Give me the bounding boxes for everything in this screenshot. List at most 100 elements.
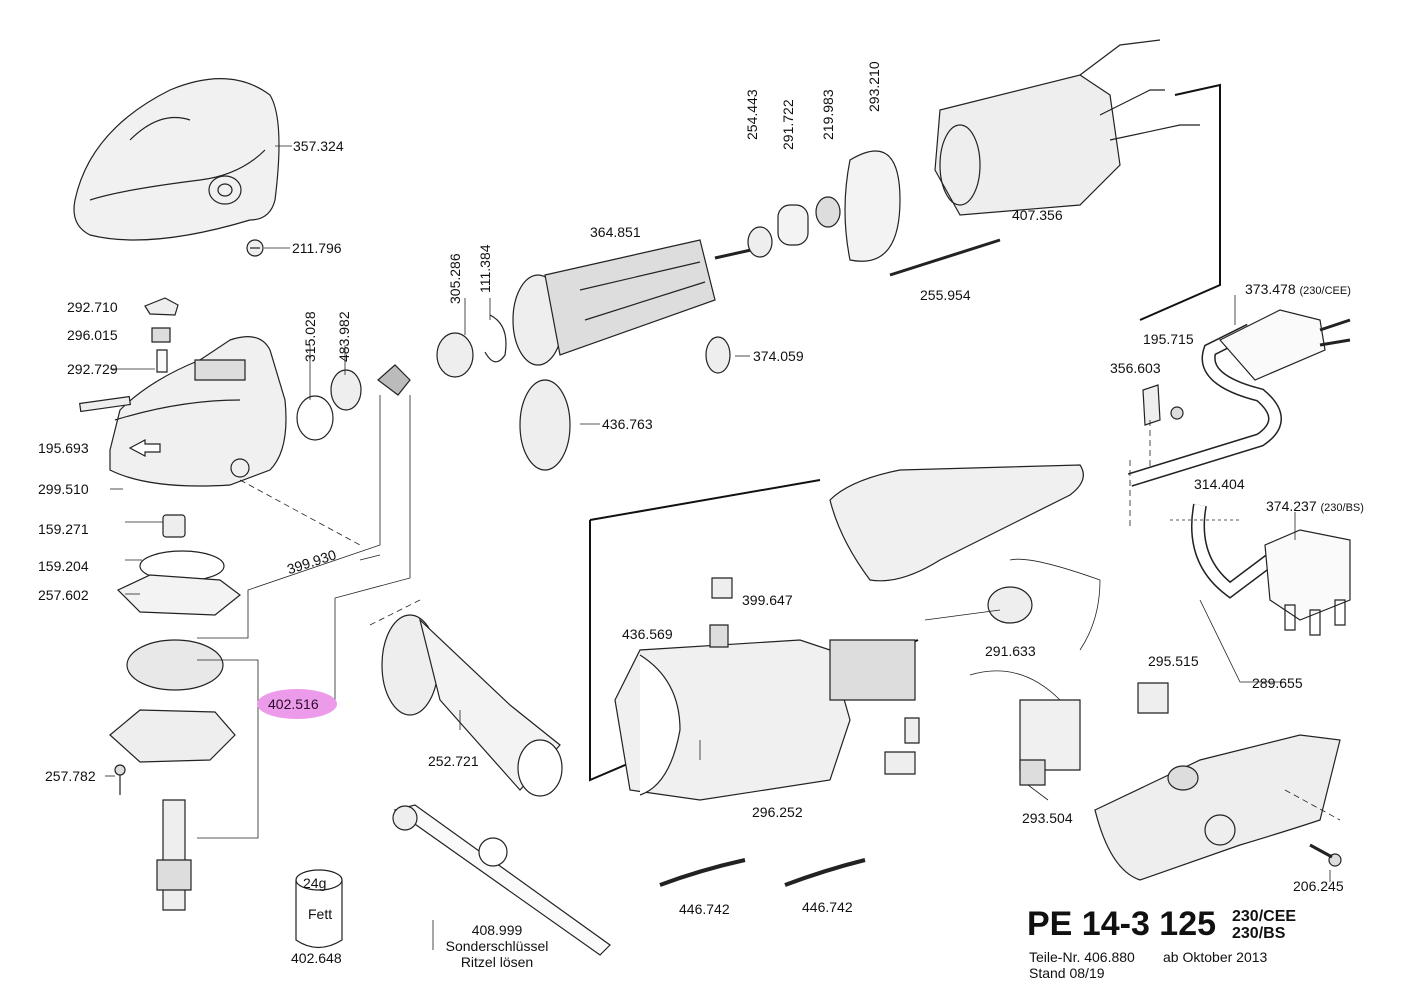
part-159271: [163, 515, 185, 537]
part-436763: [520, 380, 570, 470]
part-label-436569[interactable]: 436.569: [622, 626, 673, 642]
part-label-373478[interactable]: 373.478 (230/CEE): [1245, 281, 1351, 299]
part-label-483982[interactable]: 483.982: [336, 311, 352, 362]
part-number: 374.237: [1266, 498, 1317, 514]
part-label-206245[interactable]: 206.245: [1293, 878, 1344, 894]
variant-note: (230/BS): [1320, 502, 1364, 514]
part-cover-357324: [74, 79, 292, 240]
part-293504: [1020, 700, 1080, 770]
part-257602: [118, 575, 240, 615]
part-plug-373478: [1220, 310, 1350, 380]
part-label-291722[interactable]: 291.722: [780, 99, 796, 150]
part-label-111384[interactable]: 111.384: [477, 244, 493, 293]
part-291722: [778, 205, 808, 245]
part-292710: [145, 298, 178, 315]
part-label-296015[interactable]: 296.015: [67, 327, 118, 343]
part-cover-289655b: [1095, 735, 1340, 880]
part-label-407356[interactable]: 407.356: [1012, 207, 1063, 223]
part-label-374237[interactable]: 374.237 (230/BS): [1266, 498, 1364, 516]
valid-from: ab Oktober 2013: [1163, 949, 1268, 965]
part-cord-314404: [1130, 330, 1275, 590]
part-label-399647[interactable]: 399.647: [742, 592, 793, 608]
part-label-314404[interactable]: 314.404: [1194, 476, 1245, 492]
part-screw-211796: [247, 240, 290, 256]
part-label-292729[interactable]: 292.729: [67, 361, 118, 377]
part-label-356603[interactable]: 356.603: [1110, 360, 1161, 376]
part-number: 373.478: [1245, 281, 1296, 297]
part-111384: [485, 315, 506, 362]
part-label-402648[interactable]: 402.648: [291, 950, 342, 966]
part-305286: [437, 333, 473, 377]
part-label-252721[interactable]: 252.721: [428, 753, 479, 769]
part-armature-364851: [513, 240, 760, 365]
part-label-305286[interactable]: 305.286: [447, 253, 463, 304]
part-label-293210[interactable]: 293.210: [866, 61, 882, 112]
part-label-299510[interactable]: 299.510: [38, 481, 89, 497]
part-label-289655[interactable]: 289.655: [1252, 675, 1303, 691]
part-254443: [748, 227, 772, 257]
part-356603: [1143, 385, 1160, 425]
part-label-408999[interactable]: 408.999: [471, 922, 523, 938]
variant-bs: 230/BS: [1232, 925, 1286, 942]
part-label-296252[interactable]: 296.252: [752, 804, 803, 820]
part-label-211796[interactable]: 211.796: [292, 240, 342, 256]
part-483982: [331, 370, 361, 410]
part-stator-407356: [935, 40, 1200, 215]
part-219983: [816, 197, 840, 227]
part-handle-252721: [382, 615, 562, 796]
part-292729: [157, 350, 167, 372]
part-wrench-408999: [393, 805, 610, 955]
part-bevel-gear: [127, 640, 223, 690]
part-label-255954[interactable]: 255.954: [920, 287, 971, 303]
part-label-402516[interactable]: 402.516: [268, 696, 319, 712]
part-315028: [297, 396, 333, 440]
grease-weight: 24g: [303, 875, 327, 891]
part-291633: [988, 587, 1032, 623]
part-label-257782[interactable]: 257.782: [45, 768, 96, 784]
part-gearhead-299510: [110, 337, 286, 486]
part-446742-b: [785, 860, 865, 885]
part-446742-a: [660, 860, 745, 885]
part-399647: [712, 578, 732, 598]
part-label-291633[interactable]: 291.633: [985, 643, 1036, 659]
part-374059: [706, 337, 730, 373]
part-label-159204[interactable]: 159.204: [38, 558, 89, 574]
part-bearing-flange: [110, 710, 235, 762]
part-label-159271[interactable]: 159.271: [38, 521, 89, 537]
part-label-357324[interactable]: 357.324: [293, 138, 344, 154]
part-desc-408999-2: Ritzel lösen: [460, 954, 534, 970]
part-label-257602[interactable]: 257.602: [38, 587, 89, 603]
part-295515: [1138, 683, 1168, 713]
part-desc-408999-1: Sonderschlüssel: [445, 938, 549, 954]
revision: Stand 08/19: [1029, 965, 1105, 981]
variant-note: (230/CEE): [1299, 285, 1351, 297]
part-label-293504[interactable]: 293.504: [1022, 810, 1073, 826]
part-label-436763[interactable]: 436.763: [602, 416, 653, 432]
frame-outline: [1140, 85, 1220, 320]
part-pinion: [378, 365, 410, 395]
part-293210: [845, 151, 900, 261]
part-label-219983[interactable]: 219.983: [820, 89, 836, 140]
part-label-292710[interactable]: 292.710: [67, 299, 118, 315]
part-label-254443[interactable]: 254.443: [744, 89, 760, 140]
part-label-374059[interactable]: 374.059: [753, 348, 804, 364]
part-296015: [152, 328, 170, 342]
part-label-364851[interactable]: 364.851: [590, 224, 641, 240]
part-plug-374237: [1265, 530, 1350, 635]
part-label-195715[interactable]: 195.715: [1143, 331, 1194, 347]
part-label-446742-b[interactable]: 446.742: [802, 899, 853, 915]
variant-cee: 230/CEE: [1232, 908, 1297, 925]
part-label-315028[interactable]: 315.028: [302, 311, 318, 362]
part-motor-housing-296252: [615, 640, 915, 800]
model-title: PE 14-3 125: [1027, 905, 1217, 943]
grease-label: Fett: [308, 906, 333, 922]
part-list-number: Teile-Nr. 406.880: [1029, 949, 1135, 965]
part-label-195693[interactable]: 195.693: [38, 440, 89, 456]
part-255954: [890, 240, 1000, 275]
part-screw-206245: [1310, 845, 1341, 866]
part-436569: [710, 625, 728, 647]
part-label-295515[interactable]: 295.515: [1148, 653, 1199, 669]
part-grease-402648: [296, 870, 342, 948]
part-label-446742-a[interactable]: 446.742: [679, 901, 730, 917]
